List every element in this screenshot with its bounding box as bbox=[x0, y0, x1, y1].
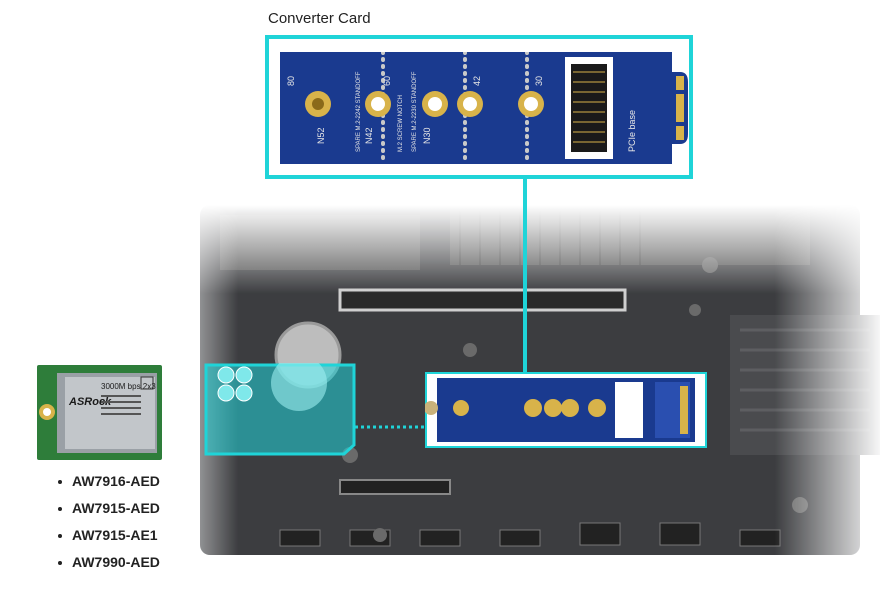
list-item: AW7916-AED bbox=[58, 470, 160, 497]
list-item: AW7915-AE1 bbox=[58, 524, 160, 551]
label-n30: N30 bbox=[422, 127, 432, 144]
supported-models-list: AW7916-AED AW7915-AED AW7915-AE1 AW7990-… bbox=[58, 470, 160, 578]
label-42: 42 bbox=[472, 76, 482, 86]
wifi-module-image: ASRock 3000M bps 2x3 bbox=[37, 365, 162, 460]
label-screw-notch: M.2 SCREW NOTCH bbox=[398, 95, 404, 152]
label-standoff-2242: SPARE M.2-2242 STANDOFF bbox=[356, 71, 362, 152]
label-n42: N42 bbox=[364, 127, 374, 144]
label-n52: N52 bbox=[316, 127, 326, 144]
wifi-brand-label: ASRock bbox=[68, 396, 112, 408]
converter-card-image: 80 N52 SPARE M.2-2242 STANDOFF N42 60 M.… bbox=[280, 52, 688, 164]
slot-link-line bbox=[355, 425, 435, 429]
wifi-slot-highlight bbox=[204, 363, 356, 456]
callout-connector-line bbox=[523, 179, 527, 374]
label-30: 30 bbox=[534, 76, 544, 86]
installed-converter-card bbox=[425, 372, 707, 448]
callout-title: Converter Card bbox=[268, 10, 371, 27]
label-80: 80 bbox=[286, 76, 296, 86]
label-standoff-2230: SPARE M.2-2230 STANDOFF bbox=[412, 71, 418, 152]
wifi-speed-label: 3000M bps 2x3 bbox=[101, 382, 156, 391]
label-pcie-base: PCIe base bbox=[627, 110, 637, 152]
list-item: AW7915-AED bbox=[58, 497, 160, 524]
label-60: 60 bbox=[382, 76, 392, 86]
list-item: AW7990-AED bbox=[58, 551, 160, 578]
